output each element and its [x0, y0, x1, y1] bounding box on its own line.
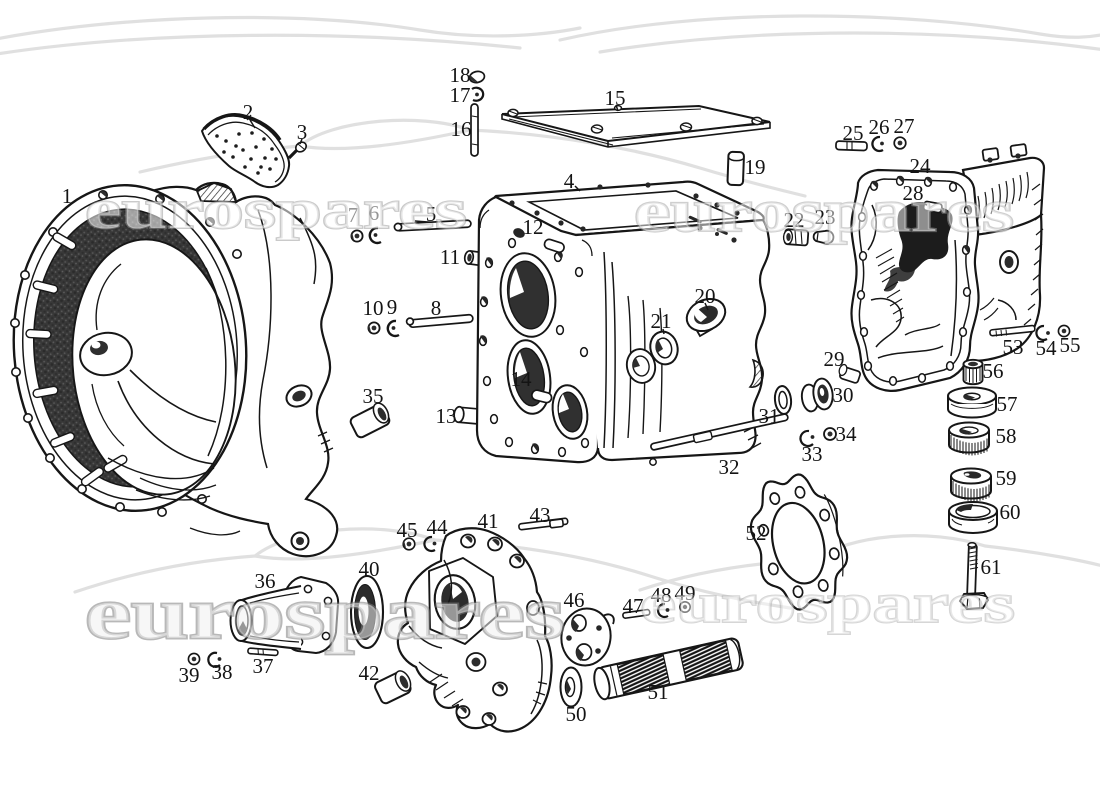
- svg-text:21: 21: [651, 309, 672, 333]
- svg-text:38: 38: [212, 660, 233, 684]
- svg-text:4: 4: [564, 169, 575, 193]
- svg-text:46: 46: [564, 588, 585, 612]
- svg-text:57: 57: [997, 392, 1018, 416]
- svg-text:36: 36: [255, 569, 276, 593]
- svg-text:11: 11: [440, 245, 460, 269]
- svg-text:19: 19: [745, 155, 766, 179]
- svg-text:30: 30: [833, 383, 854, 407]
- svg-text:18: 18: [450, 63, 471, 87]
- svg-text:52: 52: [746, 521, 767, 545]
- svg-text:31: 31: [759, 404, 780, 428]
- svg-text:40: 40: [359, 557, 380, 581]
- svg-text:1: 1: [62, 184, 73, 208]
- svg-text:15: 15: [605, 86, 626, 110]
- svg-text:61: 61: [981, 555, 1002, 579]
- svg-text:29: 29: [824, 347, 845, 371]
- svg-text:56: 56: [983, 359, 1004, 383]
- svg-text:48: 48: [651, 583, 672, 607]
- svg-text:25: 25: [843, 121, 864, 145]
- svg-text:34: 34: [836, 422, 858, 446]
- svg-text:7: 7: [348, 203, 359, 227]
- svg-text:42: 42: [359, 661, 380, 685]
- svg-text:33: 33: [802, 442, 823, 466]
- svg-text:26: 26: [869, 115, 890, 139]
- svg-text:43: 43: [530, 503, 551, 527]
- svg-text:49: 49: [675, 581, 696, 605]
- svg-text:22: 22: [784, 208, 805, 232]
- svg-text:54: 54: [1036, 336, 1058, 360]
- svg-text:28: 28: [903, 181, 924, 205]
- svg-text:24: 24: [910, 154, 932, 178]
- svg-text:58: 58: [996, 424, 1017, 448]
- svg-text:44: 44: [427, 515, 449, 539]
- svg-text:eurospares: eurospares: [634, 178, 1014, 244]
- svg-text:53: 53: [1003, 335, 1024, 359]
- svg-text:eurospares: eurospares: [85, 573, 565, 655]
- svg-text:12: 12: [523, 215, 544, 239]
- svg-text:35: 35: [363, 384, 384, 408]
- svg-text:8: 8: [431, 296, 442, 320]
- svg-text:39: 39: [179, 663, 200, 687]
- svg-text:2: 2: [243, 100, 254, 124]
- svg-text:14: 14: [511, 367, 533, 391]
- svg-text:17: 17: [450, 83, 471, 107]
- svg-text:eurospares: eurospares: [85, 179, 467, 241]
- svg-text:50: 50: [566, 702, 587, 726]
- svg-text:47: 47: [623, 594, 644, 618]
- svg-text:32: 32: [719, 455, 740, 479]
- svg-text:13: 13: [436, 404, 457, 428]
- svg-text:60: 60: [1000, 500, 1021, 524]
- svg-text:20: 20: [695, 284, 716, 308]
- svg-text:10: 10: [363, 296, 384, 320]
- svg-text:41: 41: [478, 509, 499, 533]
- svg-text:51: 51: [648, 680, 669, 704]
- svg-text:55: 55: [1060, 333, 1081, 357]
- svg-text:59: 59: [996, 466, 1017, 490]
- svg-text:5: 5: [426, 202, 437, 226]
- svg-text:9: 9: [387, 295, 398, 319]
- svg-text:6: 6: [369, 201, 380, 225]
- svg-text:3: 3: [297, 120, 308, 144]
- svg-text:eurospares: eurospares: [640, 573, 1015, 635]
- svg-text:27: 27: [894, 114, 915, 138]
- svg-text:45: 45: [397, 518, 418, 542]
- svg-text:16: 16: [451, 117, 472, 141]
- svg-text:23: 23: [815, 205, 836, 229]
- svg-text:37: 37: [253, 654, 274, 678]
